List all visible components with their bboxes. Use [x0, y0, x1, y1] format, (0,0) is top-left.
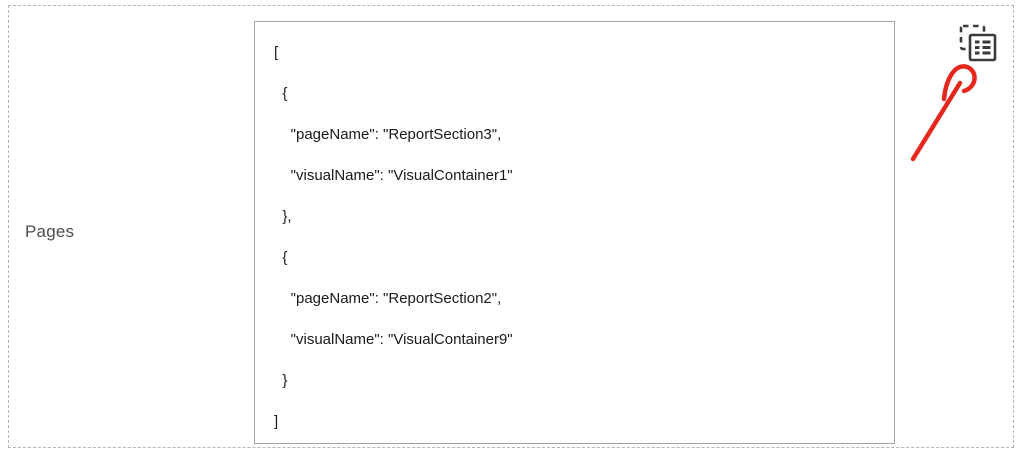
pages-json-input[interactable]: [ { "pageName": "ReportSection3", "visua… [254, 21, 895, 444]
pages-field-label: Pages [25, 222, 75, 241]
switch-to-input-entire-array-icon [959, 24, 997, 62]
switch-to-entire-array-button[interactable] [956, 21, 1000, 65]
pages-field-container: Pages [ { "pageName": "ReportSection3", … [8, 5, 1014, 448]
red-annotation-arrow [910, 64, 977, 162]
